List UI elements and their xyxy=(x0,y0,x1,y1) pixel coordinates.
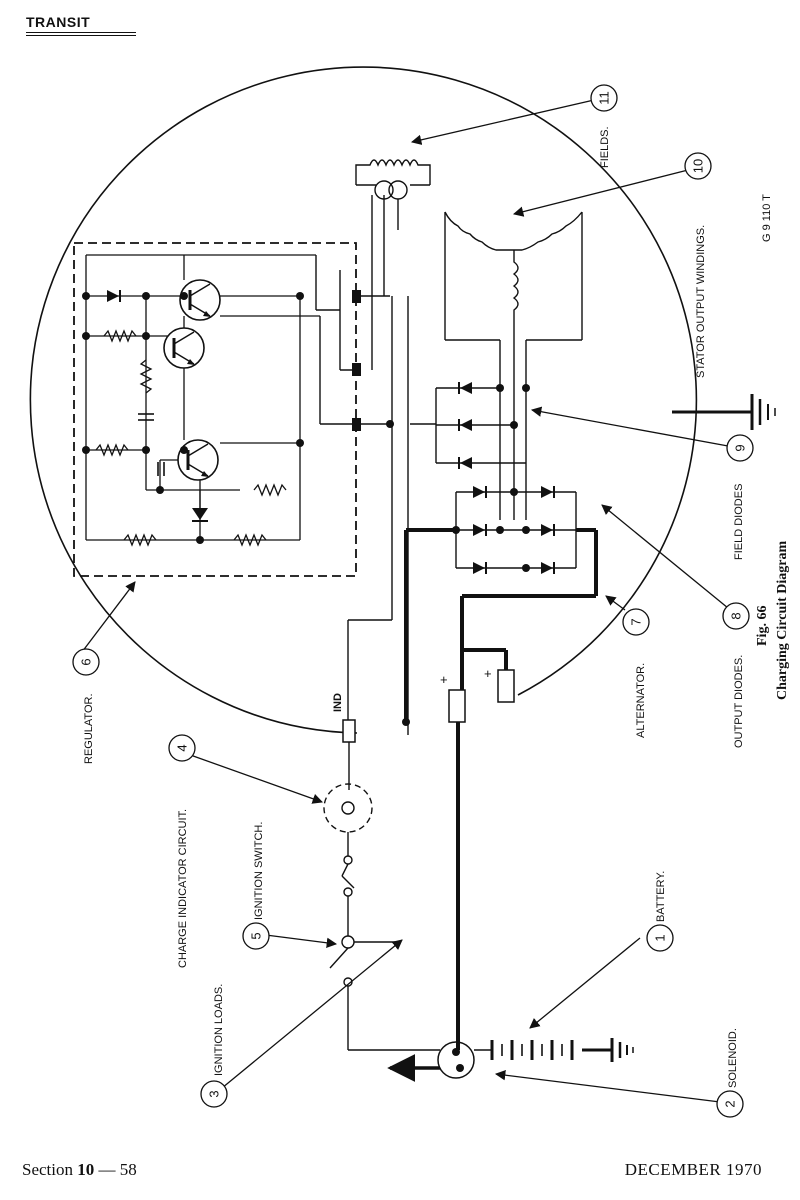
svg-text:8: 8 xyxy=(729,612,744,619)
label-charge-indicator-circuit: CHARGE INDICATOR CIRCUIT. xyxy=(177,809,189,968)
charge-indicator-lamp xyxy=(323,783,373,856)
callout-7: 7 xyxy=(622,608,650,636)
regulator-box xyxy=(73,242,357,577)
label-battery: BATTERY. xyxy=(655,871,667,922)
plus-terminal-b: + xyxy=(484,666,492,681)
header-rule xyxy=(26,32,136,33)
figure-number: Fig. 66 xyxy=(755,606,770,646)
callout-9: 9 xyxy=(726,434,754,462)
plus-terminal-a: + xyxy=(440,672,448,687)
ignition-switch xyxy=(329,855,440,1051)
svg-text:2: 2 xyxy=(723,1100,738,1107)
header-rule-2 xyxy=(26,35,136,36)
connector-blocks xyxy=(352,290,361,431)
ind-terminal-label: IND xyxy=(332,693,344,712)
footer-page: — 58 xyxy=(94,1160,137,1179)
alternator-outline xyxy=(29,66,698,734)
leader-lines xyxy=(81,99,729,1103)
alternator-earth xyxy=(672,394,776,430)
figure-code: G 9 110 T xyxy=(761,194,773,242)
callout-2: 2 xyxy=(716,1090,744,1118)
label-ignition-loads: IGNITION LOADS. xyxy=(213,984,225,1076)
figure-caption: Charging Circuit Diagram xyxy=(775,540,790,700)
callout-10: 10 xyxy=(684,152,712,180)
svg-text:6: 6 xyxy=(79,658,94,665)
svg-text:3: 3 xyxy=(207,1090,222,1097)
label-output-diodes: OUTPUT DIODES. xyxy=(733,655,745,748)
label-fields: FIELDS. xyxy=(599,126,611,168)
callout-4: 4 xyxy=(168,734,196,762)
alternator-terminals xyxy=(342,669,515,743)
battery xyxy=(474,1038,634,1062)
regulator-resistor-vertical xyxy=(139,359,153,394)
main-output-wiring xyxy=(404,528,598,1050)
field-winding xyxy=(355,159,431,230)
footer-section: Section 10 — 58 xyxy=(22,1160,137,1180)
solenoid xyxy=(387,1041,475,1082)
callout-5: 5 xyxy=(242,922,270,950)
svg-text:5: 5 xyxy=(249,932,264,939)
label-field-diodes: FIELD DIODES xyxy=(733,484,745,560)
label-stator-output-windings: STATOR OUTPUT WINDINGS. xyxy=(695,225,707,378)
header-title: TRANSIT xyxy=(26,14,91,30)
svg-text:9: 9 xyxy=(733,444,748,451)
svg-text:10: 10 xyxy=(691,159,706,173)
label-alternator: ALTERNATOR. xyxy=(635,663,647,738)
regulator-connections xyxy=(315,195,409,735)
callout-3: 3 xyxy=(200,1080,228,1108)
callout-11: 11 xyxy=(590,84,618,112)
svg-text:11: 11 xyxy=(597,91,612,105)
page-header: TRANSIT xyxy=(26,14,136,36)
label-solenoid: SOLENOID. xyxy=(727,1028,739,1088)
callout-6: 6 xyxy=(72,648,100,676)
callout-8: 8 xyxy=(722,602,750,630)
label-ignition-switch: IGNITION SWITCH. xyxy=(253,822,265,920)
footer-section-prefix: Section xyxy=(22,1160,78,1179)
svg-text:1: 1 xyxy=(653,934,668,941)
svg-text:4: 4 xyxy=(175,744,190,751)
callout-1: 1 xyxy=(646,924,674,952)
regulator-capacitors xyxy=(138,413,165,476)
label-regulator: REGULATOR. xyxy=(83,694,95,765)
svg-text:7: 7 xyxy=(629,618,644,625)
footer-section-number: 10 xyxy=(77,1160,95,1179)
regulator-zener xyxy=(192,490,208,522)
footer-date: DECEMBER 1970 xyxy=(624,1160,762,1179)
stator-windings xyxy=(444,211,583,520)
